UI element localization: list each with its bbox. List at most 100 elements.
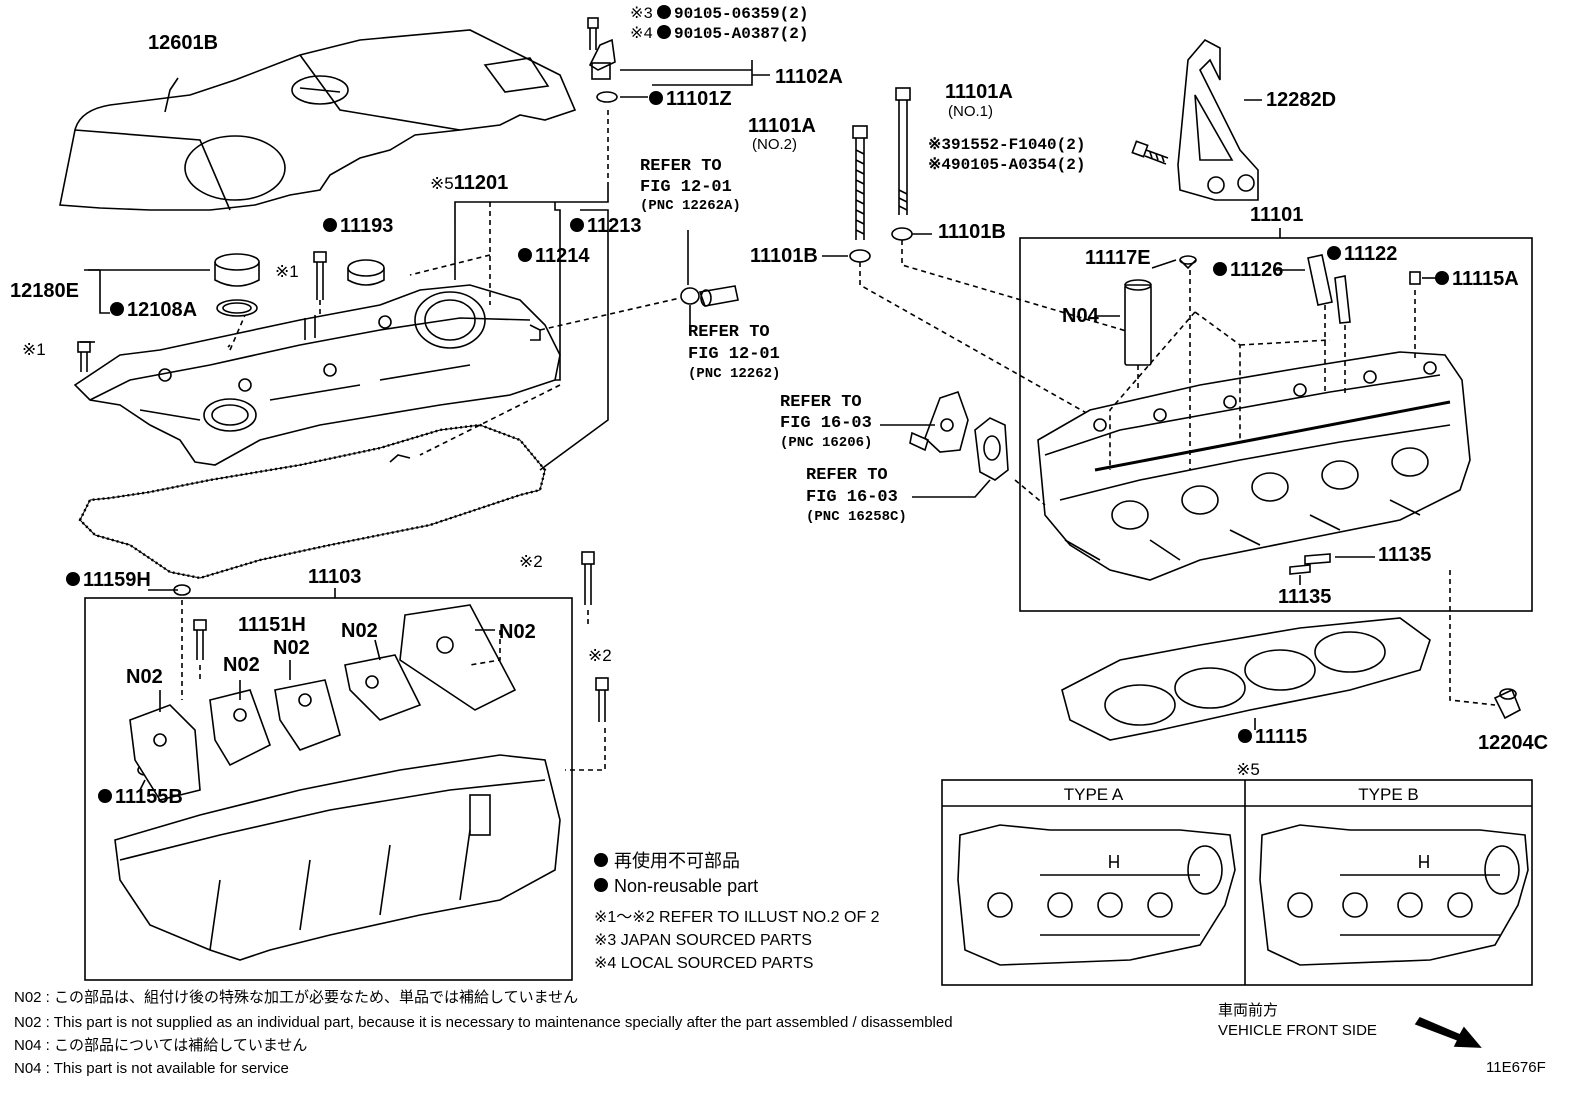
label-refer-hose2-c: (PNC 12262) bbox=[688, 366, 781, 382]
engine-cover-drawing bbox=[59, 29, 577, 211]
label-x2-a: ※2 bbox=[519, 552, 543, 571]
label-hanger-bolt-x4: ※490105-A0354(2) bbox=[928, 156, 1086, 174]
label-11193: 11193 bbox=[323, 216, 393, 236]
label-x1-a: ※1 bbox=[275, 262, 299, 281]
label-11115: 11115 bbox=[1238, 727, 1307, 747]
nonreusable-dot-icon bbox=[1213, 261, 1227, 276]
leaders-head-cover bbox=[227, 110, 681, 471]
label-12282d: 12282D bbox=[1266, 89, 1337, 111]
label-n02-2: N02 bbox=[223, 654, 260, 676]
nonreusable-dot-icon bbox=[657, 24, 672, 39]
camshaft-housing-box bbox=[84, 597, 573, 981]
label-refer-hose-a: REFER TO bbox=[640, 157, 722, 176]
label-refer-16258-b: FIG 16-03 bbox=[806, 488, 898, 507]
refer-16-03-parts-drawing bbox=[880, 390, 1046, 506]
legend-refer-illust: ※1～※2 REFER TO ILLUST NO.2 OF 2 bbox=[594, 909, 880, 926]
label-11101a-no1: 11101A bbox=[945, 81, 1013, 103]
label-11159h: 11159H bbox=[66, 570, 151, 590]
label-leaders bbox=[80, 77, 179, 343]
label-11117e: 11117E bbox=[1085, 247, 1151, 269]
label-11101: 11101 bbox=[1250, 204, 1304, 226]
nonreusable-dot-icon bbox=[649, 90, 663, 105]
type-box-mark: ※5 bbox=[1236, 760, 1260, 779]
label-refer-hose2-b: FIG 12-01 bbox=[688, 345, 780, 364]
gasket-11213-drawing bbox=[78, 423, 547, 580]
label-n02-3: N02 bbox=[273, 637, 310, 659]
legend-nonreusable-en: Non-reusable part bbox=[594, 876, 758, 896]
label-n02-4: N02 bbox=[341, 620, 378, 642]
type-box bbox=[941, 779, 1533, 986]
nonreusable-dot-icon bbox=[657, 4, 672, 19]
label-refer-hose-c: (PNC 12262A) bbox=[640, 198, 741, 214]
camshaft-housing-drawing bbox=[114, 584, 561, 961]
note-n04-en: N04 : This part is not available for ser… bbox=[14, 1060, 289, 1077]
note-n02-jp: N02 : この部品は、組付け後の特殊な加工が必要なため、単品では補給していませ… bbox=[14, 989, 579, 1006]
label-refer-16206-b: FIG 16-03 bbox=[780, 414, 872, 433]
label-11101a-no1-sub: (NO.1) bbox=[948, 103, 993, 120]
label-refer-16258-c: (PNC 16258C) bbox=[806, 509, 907, 525]
nonreusable-dot-icon bbox=[570, 217, 584, 232]
label-refer-hose2-a: REFER TO bbox=[688, 323, 770, 342]
diagram-code: 11E676F bbox=[1486, 1059, 1546, 1076]
legend-local-sourced: ※4 LOCAL SOURCED PARTS bbox=[594, 955, 814, 972]
label-12180e: 12180E bbox=[10, 280, 79, 302]
type-a-header: TYPE A bbox=[1063, 785, 1124, 804]
label-11151h: 11151H bbox=[238, 614, 306, 636]
nonreusable-dot-icon bbox=[594, 853, 608, 868]
hanger-12282d-drawing bbox=[1177, 38, 1262, 201]
label-11126: 11126 bbox=[1213, 260, 1283, 280]
bolt-x2-drawing bbox=[565, 551, 609, 771]
head-cover-drawing bbox=[73, 284, 561, 466]
nonreusable-dot-icon bbox=[98, 788, 112, 803]
head-gasket-drawing bbox=[1061, 617, 1431, 741]
cylinder-head-box bbox=[1019, 237, 1533, 612]
label-11101b-left: 11101B bbox=[750, 245, 818, 267]
label-refer-16258-a: REFER TO bbox=[806, 466, 888, 485]
label-11155b: 11155B bbox=[98, 787, 183, 807]
label-11201: ※511201 bbox=[430, 172, 509, 194]
nonreusable-dot-icon bbox=[323, 217, 337, 232]
label-11101z: 11101Z bbox=[649, 89, 732, 109]
head-bolts-drawing bbox=[822, 87, 1141, 416]
hose-clamp-drawing bbox=[680, 230, 739, 335]
nonreusable-dot-icon bbox=[518, 247, 532, 262]
note-n04-jp: N04 : この部品については補給していません bbox=[14, 1037, 308, 1054]
label-n04: N04 bbox=[1062, 305, 1099, 327]
label-refer-16206-a: REFER TO bbox=[780, 393, 862, 412]
nonreusable-dot-icon bbox=[594, 878, 608, 893]
nonreusable-dot-icon bbox=[1238, 728, 1252, 743]
label-x1-b: ※1 bbox=[22, 340, 46, 359]
nonreusable-dot-icon bbox=[110, 301, 124, 316]
nonreusable-dot-icon bbox=[1435, 270, 1449, 285]
hanger-bolt-drawing bbox=[1131, 140, 1169, 165]
label-11101b-right: 11101B bbox=[938, 221, 1006, 243]
label-11122: 11122 bbox=[1327, 244, 1397, 264]
label-11102a: 11102A bbox=[775, 66, 843, 88]
sensor-11102a-drawing bbox=[587, 17, 770, 103]
type-b-drawing bbox=[1259, 824, 1529, 966]
label-n02-1: N02 bbox=[126, 666, 163, 688]
label-12204c: 12204C bbox=[1478, 732, 1549, 754]
label-11135-b: 11135 bbox=[1278, 586, 1332, 608]
type-a-drawing bbox=[957, 824, 1236, 966]
label-11135-a: 11135 bbox=[1378, 544, 1432, 566]
label-11115a: 11115A bbox=[1435, 269, 1519, 289]
front-side-jp: 車両前方 bbox=[1218, 1002, 1279, 1019]
note-n02-en: N02 : This part is not supplied as an in… bbox=[14, 1014, 953, 1031]
plug-11193-drawing bbox=[347, 259, 385, 286]
nonreusable-dot-icon bbox=[1327, 245, 1341, 260]
label-11101a-no2-sub: (NO.2) bbox=[752, 136, 797, 153]
label-12601b: 12601B bbox=[148, 32, 219, 54]
label-11103: 11103 bbox=[308, 566, 362, 588]
cylinder-head-pins-drawing bbox=[1095, 254, 1435, 585]
legend-nonreusable-jp: 再使用不可部品 bbox=[594, 851, 740, 871]
label-refer-hose-b: FIG 12-01 bbox=[640, 178, 732, 197]
label-11214: 11214 bbox=[518, 246, 590, 266]
label-n02-5: N02 bbox=[499, 621, 536, 643]
label-11213: 11213 bbox=[570, 216, 642, 236]
label-12108a: 12108A bbox=[110, 300, 197, 320]
bearing-caps-drawing bbox=[129, 604, 517, 801]
label-x2-b: ※2 bbox=[588, 646, 612, 665]
